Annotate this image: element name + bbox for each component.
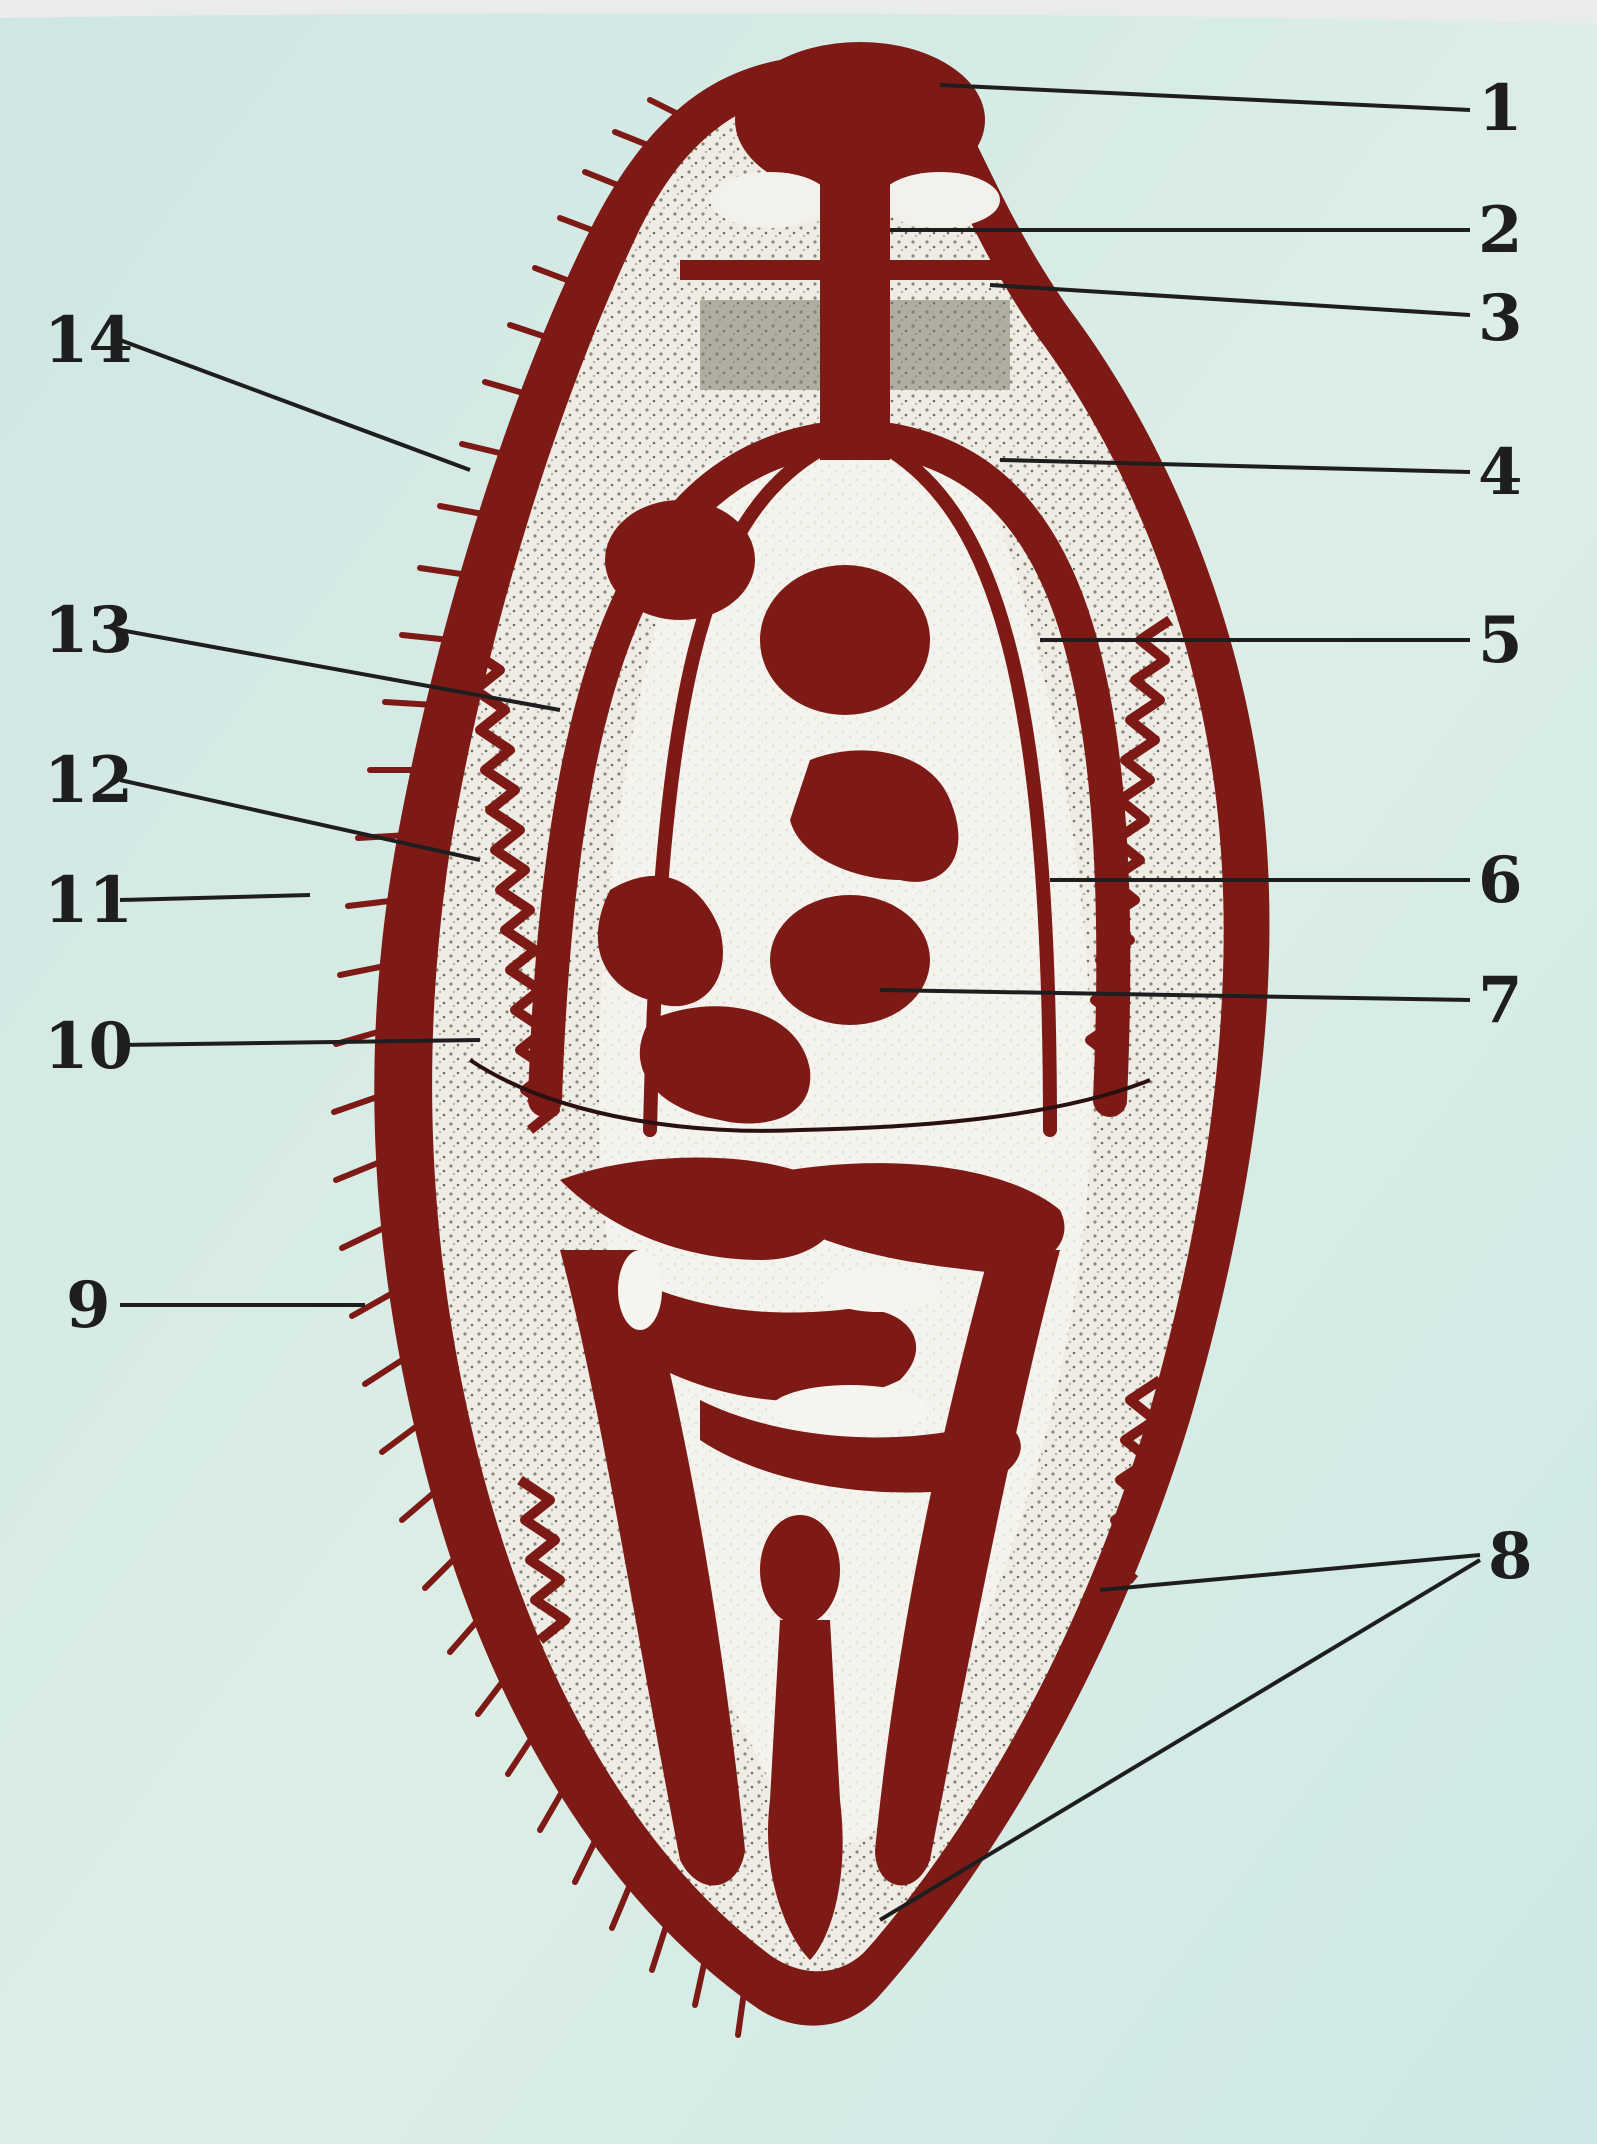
label-12: 12	[44, 743, 133, 818]
label-2: 2	[1478, 193, 1523, 268]
label-9: 9	[66, 1268, 111, 1343]
label-1: 1	[1478, 71, 1523, 146]
label-5: 5	[1478, 603, 1523, 678]
label-10: 10	[44, 1009, 133, 1084]
label-14: 14	[44, 303, 133, 378]
label-7: 7	[1478, 963, 1523, 1038]
label-4: 4	[1478, 435, 1523, 510]
label-6: 6	[1478, 843, 1523, 918]
label-11: 11	[44, 863, 133, 938]
label-13: 13	[44, 593, 133, 668]
label-3: 3	[1478, 281, 1523, 356]
label-8: 8	[1488, 1519, 1533, 1594]
